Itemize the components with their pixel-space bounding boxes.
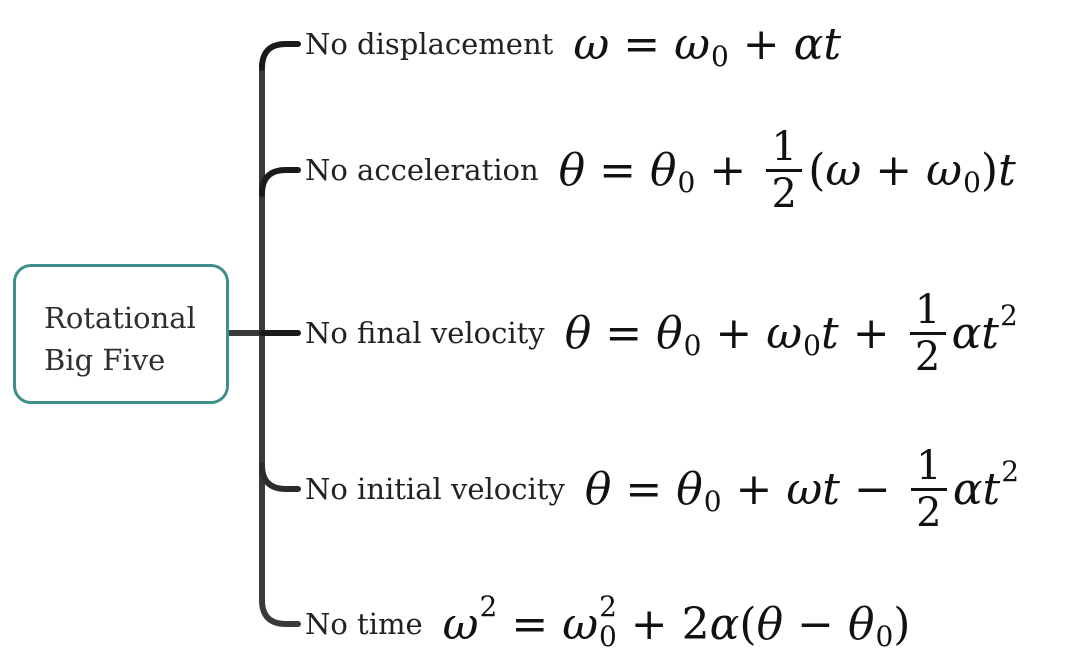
- equation-subscript: 0: [710, 39, 729, 73]
- equation-operator: +: [630, 598, 668, 650]
- equation-variable: θ: [756, 598, 784, 650]
- equation-superscript: 2: [999, 298, 1018, 332]
- connector-no-time: [259, 597, 301, 627]
- equation-variable: θ: [584, 463, 612, 515]
- fraction-numerator: 1: [914, 286, 941, 333]
- fraction-denominator: 2: [916, 489, 942, 536]
- equation-subscript: 0: [803, 328, 821, 362]
- equation-subscript: 0: [963, 165, 981, 199]
- equation-variable: αt: [951, 307, 999, 359]
- equation-variable: θ: [564, 307, 592, 359]
- equation-subscript: 0: [598, 619, 617, 653]
- equation-subscript: 0: [875, 619, 894, 653]
- equation-variable: ω: [766, 307, 803, 359]
- equation-variable: θ: [676, 463, 703, 515]
- fraction-bar: [909, 331, 946, 335]
- equation-symbol: ): [980, 144, 999, 196]
- equation-variable: ωt: [786, 463, 840, 515]
- fraction-denominator: 2: [771, 170, 797, 217]
- equation-variable: θ: [650, 144, 677, 196]
- root-label-line-1: Rotational: [44, 301, 196, 335]
- equation-symbol: 2: [681, 598, 710, 650]
- equation-operator: =: [623, 18, 661, 70]
- equation-operator: +: [875, 144, 913, 196]
- equation-operator: +: [735, 463, 773, 515]
- branch-label: No initial velocity: [305, 472, 565, 506]
- equation-operator: =: [605, 307, 643, 359]
- root-node: Rotational Big Five: [13, 264, 229, 404]
- connector-no-initial-velocity: [259, 462, 301, 492]
- equation-variable: αt: [952, 463, 1001, 515]
- equation-superscript: 2: [479, 589, 498, 623]
- branch-label: No time: [305, 607, 423, 641]
- equation-variable: ω: [825, 144, 862, 196]
- equation-operator: −: [797, 598, 834, 650]
- fraction-numerator: 1: [771, 123, 797, 170]
- connector-no-acceleration: [259, 167, 301, 197]
- equation-variable: θ: [656, 307, 683, 359]
- equation-variable: ω: [573, 18, 610, 70]
- equation-operator: =: [599, 144, 637, 196]
- equation-variable: α: [709, 598, 740, 650]
- equation-superscript: 2: [1001, 454, 1020, 488]
- equation-operator: +: [852, 307, 890, 359]
- equation-symbol: (: [739, 598, 757, 650]
- equation-variable: ω: [926, 144, 963, 196]
- equation-operator: +: [709, 144, 747, 196]
- equation-variable: t: [998, 144, 1016, 196]
- branch-label: No displacement: [305, 27, 554, 61]
- fraction-bar: [766, 168, 803, 172]
- equation-operator: =: [625, 463, 663, 515]
- equation-symbol: (: [808, 144, 826, 196]
- equation-variable: ω: [674, 18, 710, 70]
- branch-label: No acceleration: [305, 153, 539, 187]
- equation-variable: ω: [442, 598, 479, 650]
- equation-variable: θ: [558, 144, 586, 196]
- fraction-numerator: 1: [916, 442, 942, 489]
- equation-symbol: ): [893, 598, 911, 650]
- equation-subscript: 0: [677, 165, 696, 199]
- equation-superscript: 2: [599, 589, 617, 623]
- equation-operator: +: [715, 307, 753, 359]
- equation-variable: θ: [847, 598, 875, 650]
- root-label-line-2: Big Five: [44, 343, 166, 377]
- equation-variable: t: [821, 307, 839, 359]
- equation-operator: −: [853, 463, 891, 515]
- equation-subscript: 0: [703, 484, 722, 518]
- connector-no-displacement: [259, 41, 301, 71]
- equation-operator: =: [511, 598, 549, 650]
- equation-subscript: 0: [683, 328, 702, 362]
- equation-variable: αt: [793, 18, 842, 70]
- equation-operator: +: [742, 18, 780, 70]
- fraction-denominator: 2: [914, 333, 941, 380]
- branch-label: No final velocity: [305, 316, 545, 350]
- equation-variable: ω: [562, 598, 599, 650]
- fraction-bar: [910, 487, 947, 491]
